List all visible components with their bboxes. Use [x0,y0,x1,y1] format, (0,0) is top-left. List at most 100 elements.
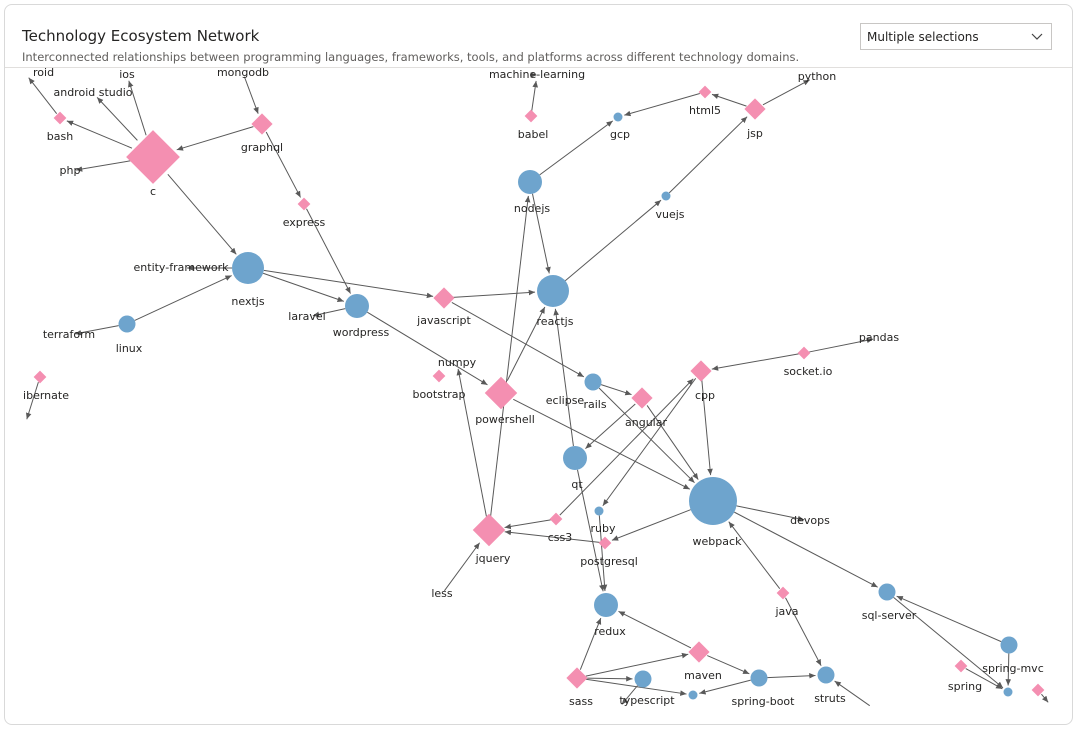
node-wordpress[interactable] [345,294,369,318]
node-label-reactjs: reactjs [537,315,574,328]
edge-nextjs-to-javascript [263,269,434,299]
edge-sql-server-to-n-unl-2 [893,597,1004,689]
edge-cpp-to-ruby [602,377,697,507]
node-label-bootstrap: bootstrap [412,388,465,401]
node-spring[interactable] [954,659,968,673]
node-maven[interactable] [688,641,710,663]
edge-spring-boot-to-n-unl-1 [699,679,751,695]
node-label-babel: babel [518,128,549,141]
node-label-qt: qt [571,478,583,491]
edge-css3-to-cpp [559,378,694,516]
edge-ruby-to-redux [598,515,608,592]
node-ibernate[interactable] [33,370,47,384]
node-label-maven: maven [684,669,722,682]
node-label-entity-framework: entity-framework [134,261,230,274]
node-webpack[interactable] [689,477,737,525]
node-bootstrap[interactable] [432,369,446,383]
node-linux[interactable] [118,315,136,333]
edge-html5-to-gcp [624,93,700,117]
edge-linux-to-nextjs [134,275,232,321]
edge-wordpress-to-laravel [312,308,346,318]
node-label-pandas: pandas [859,331,899,344]
edge-graphql-to-c [176,126,254,151]
node-cpp[interactable] [690,360,712,382]
node-label-numpy: numpy [438,356,477,369]
node-label-spring: spring [948,680,982,693]
edge-c-to-bash [66,120,133,149]
edge-vuejs-to-jsp [668,116,748,194]
node-label-sass: sass [569,695,593,708]
node-label-vuejs: vuejs [655,208,684,221]
node-c[interactable] [126,130,180,184]
edge-rails-to-angular [600,384,632,396]
chart-title: Technology Ecosystem Network [22,27,260,45]
node-html5[interactable] [698,85,712,99]
node-express[interactable] [297,197,311,211]
edge-webpack-to-postgresql [611,509,691,541]
node-jsp[interactable] [744,98,766,120]
node-rails[interactable] [584,373,602,391]
node-java[interactable] [776,586,790,600]
edge-bash-to-roid [28,77,58,115]
edge-jsp-to-python [762,79,810,106]
edge-reactjs-to-vuejs [564,199,662,282]
edge-c-to-php [75,160,131,172]
edge-java-to-webpack [728,521,781,590]
node-spring-boot[interactable] [750,669,768,687]
edge-nodejs-to-reactjs [531,193,551,274]
node-label-struts: struts [814,692,846,705]
node-vuejs[interactable] [661,191,671,201]
edge-c-to-android-studio [96,97,138,141]
node-jquery[interactable] [472,513,506,547]
node-javascript[interactable] [433,287,455,309]
node-redux[interactable] [594,593,618,617]
selection-dropdown[interactable]: Multiple selections [860,23,1052,50]
node-label-c: c [150,185,156,198]
edge-nextjs-to-wordpress [262,272,344,302]
node-babel[interactable] [524,109,538,123]
edge-nodejs-to-gcp [539,120,614,176]
edge-mongodb-to-graphql [243,76,259,114]
node-sass[interactable] [566,667,588,689]
node-spring-mvc[interactable] [1000,636,1018,654]
node-n-unl-2[interactable] [1003,687,1013,697]
node-graphql[interactable] [251,113,273,135]
node-struts[interactable] [817,666,835,684]
node-label-php: php [60,164,81,177]
node-gcp[interactable] [613,112,623,122]
edge-n-unl-3-to-n-off-2 [1041,693,1049,703]
node-label-mongodb: mongodb [217,66,269,79]
node-sql-server[interactable] [878,583,896,601]
node-socket-io[interactable] [797,346,811,360]
edge-rails-to-webpack [598,387,695,484]
node-typescript[interactable] [634,670,652,688]
header-divider [5,67,1072,68]
node-label-java: java [774,605,798,618]
node-n-unl-1[interactable] [688,690,698,700]
node-n-unl-3[interactable] [1031,683,1045,697]
node-powershell[interactable] [484,376,518,410]
node-qt[interactable] [563,446,587,470]
network-card: Technology Ecosystem Network Interconnec… [4,4,1073,725]
node-angular[interactable] [631,387,653,409]
node-label-css3: css3 [548,531,573,544]
node-label-nodejs: nodejs [514,202,551,215]
node-label-spring-boot: spring-boot [732,695,796,708]
node-label-android-studio: android studio [53,86,132,99]
node-label-gcp: gcp [610,128,630,141]
node-nodejs[interactable] [518,170,542,194]
node-postgresql[interactable] [598,536,612,550]
node-reactjs[interactable] [537,275,569,307]
edge-c-to-ios [128,80,147,136]
node-ruby[interactable] [594,506,604,516]
node-label-postgresql: postgresql [580,555,638,568]
node-label-sql-server: sql-server [862,609,917,622]
edge-jsp-to-html5 [711,93,747,107]
node-bash[interactable] [53,111,67,125]
edge-ibernate-to-n-off-1 [25,382,39,420]
node-nextjs[interactable] [232,252,264,284]
node-label-laravel: laravel [288,310,325,323]
edge-jquery-to-nodejs [490,195,531,517]
node-label-rails: rails [583,398,606,411]
